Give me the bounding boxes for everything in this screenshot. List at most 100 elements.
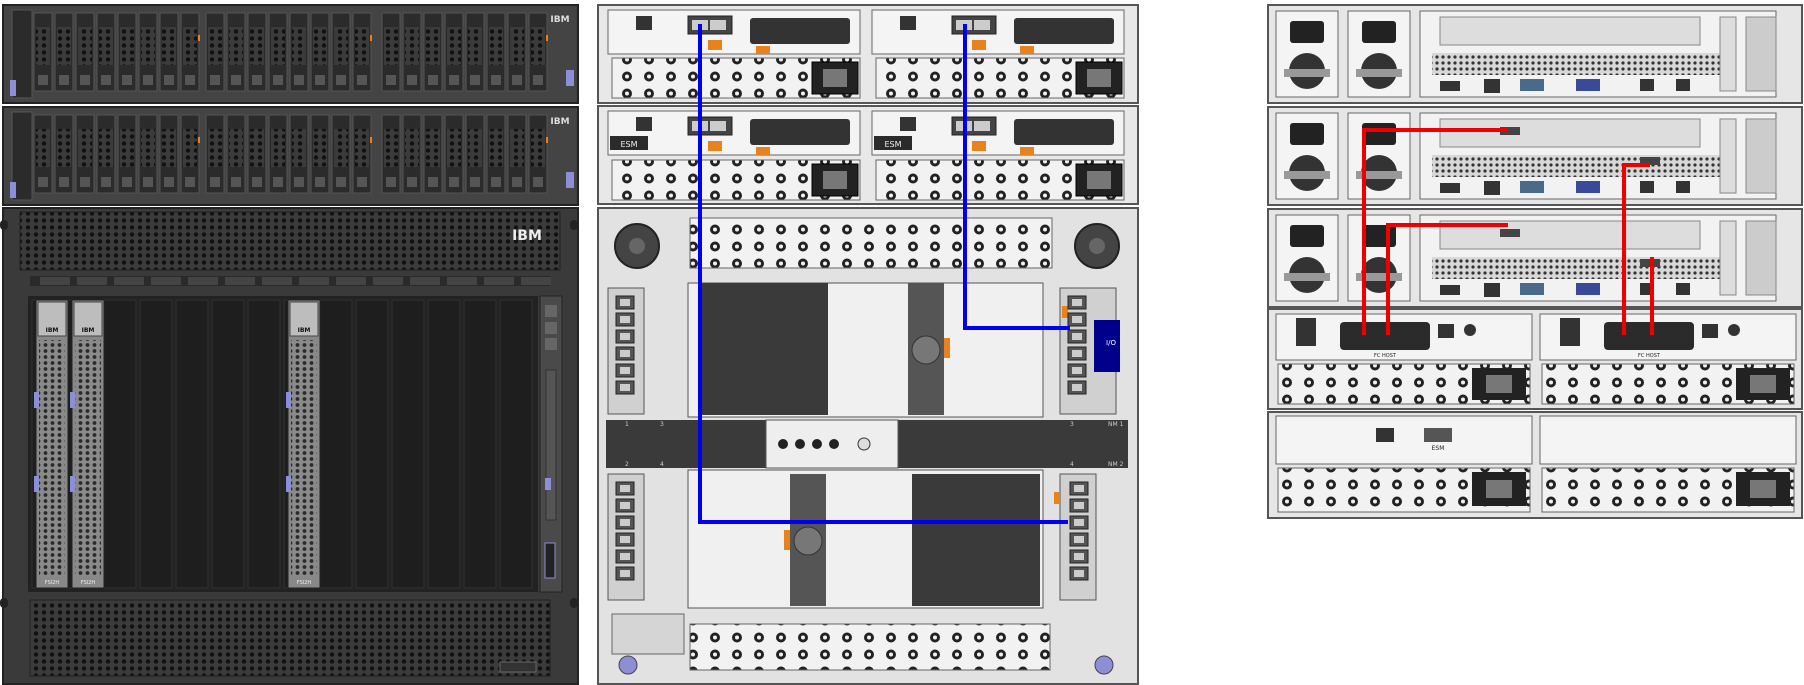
nm2-label: NM 2: [1108, 461, 1124, 468]
drive-bay: [507, 12, 527, 92]
enclosure-1-logo: IBM: [550, 15, 569, 25]
drive-bay: [381, 12, 401, 92]
drive-bay: [268, 12, 288, 92]
storage-enclosure-top: IBM: [2, 4, 579, 104]
esm-port-group[interactable]: [900, 15, 1114, 54]
bay-slot-marker: [114, 277, 144, 285]
bay-slot-marker: [484, 277, 514, 285]
drive-bay: [423, 114, 443, 194]
node-logo: IBM: [46, 327, 59, 334]
drive-bay: [444, 12, 464, 92]
drive-bay: [96, 12, 116, 92]
blank-bay-filler: [499, 299, 533, 589]
fc-cable-1: [1362, 128, 1508, 335]
bay-slot-marker: [447, 277, 477, 285]
chassis-rear: I/O 1 3 2 4 NM 1 NM 2 3 4: [597, 207, 1139, 685]
rack-server[interactable]: [1267, 208, 1803, 308]
drive-bay: [528, 114, 548, 194]
drive-bay: [507, 114, 527, 194]
blank-bay-filler: [463, 299, 497, 589]
drive-bay: [33, 12, 53, 92]
node-model-label: FSI2H: [81, 580, 96, 586]
drive-bay: [331, 12, 351, 92]
drive-bay: [138, 12, 158, 92]
compute-node[interactable]: IBM FSI2H: [34, 299, 69, 589]
drive-bay: [331, 114, 351, 194]
blank-bay-filler: [355, 299, 389, 589]
esm-label-right-shelf: ESM: [1432, 445, 1445, 452]
drive-bay: [96, 114, 116, 194]
esm-shelf-top: [597, 4, 1139, 104]
port-label-2: 2: [625, 461, 629, 468]
drive-bay: [465, 12, 485, 92]
sas-cable-2: [963, 24, 1070, 330]
blank-bay-filler: [391, 299, 425, 589]
node-logo: IBM: [82, 327, 95, 334]
drive-bay: [180, 12, 200, 92]
rack-server[interactable]: [1267, 106, 1803, 206]
blank-bay-filler: [427, 299, 461, 589]
bay-slot-marker: [336, 277, 366, 285]
esm-label-right: ESM: [884, 140, 901, 149]
drive-bay: [465, 114, 485, 194]
bay-slot-marker: [262, 277, 292, 285]
bay-slot-marker: [299, 277, 329, 285]
drive-bay: [268, 114, 288, 194]
rack-server[interactable]: [1267, 4, 1803, 104]
drive-bay: [159, 12, 179, 92]
bay-slot-marker: [151, 277, 181, 285]
storage-expansion-right: ESM: [1267, 411, 1803, 519]
hba-label-left: FC HOST: [1374, 353, 1397, 359]
nm2-port-label: 4: [1070, 461, 1074, 468]
drive-bay: [310, 114, 330, 194]
bay-slot-marker: [410, 277, 440, 285]
drive-bay: [247, 12, 267, 92]
bay-slot-marker: [77, 277, 107, 285]
port-label-3: 3: [660, 421, 664, 428]
pcie-label: I/O: [1106, 339, 1116, 347]
drive-bay: [205, 114, 225, 194]
drive-bay: [247, 114, 267, 194]
blank-bay-filler: [319, 299, 353, 589]
compute-node[interactable]: IBM FSI2H: [70, 299, 105, 589]
port-label-1: 1: [625, 421, 629, 428]
drive-bay: [310, 12, 330, 92]
drive-bay: [180, 114, 200, 194]
nm1-label: NM 1: [1108, 421, 1124, 428]
esm-label-left: ESM: [620, 140, 637, 149]
drive-bay: [289, 114, 309, 194]
bay-slot-marker: [225, 277, 255, 285]
nm1-port-label: 3: [1070, 421, 1074, 428]
port-label-4: 4: [660, 461, 664, 468]
drive-bay: [33, 114, 53, 194]
drive-bay: [444, 114, 464, 194]
blank-bay-filler: [139, 299, 173, 589]
enclosure-2-logo: IBM: [550, 117, 569, 127]
drive-bay: [117, 114, 137, 194]
drive-bay: [117, 12, 137, 92]
drive-bay: [75, 114, 95, 194]
drive-bay: [75, 12, 95, 92]
bay-slot-marker: [40, 277, 70, 285]
drive-bay: [402, 12, 422, 92]
bay-slot-marker: [521, 277, 551, 285]
drive-bay: [54, 114, 74, 194]
bay-slot-marker: [188, 277, 218, 285]
blank-bay-filler: [211, 299, 245, 589]
node-model-label: FSI2H: [45, 580, 60, 586]
drive-bay: [423, 12, 443, 92]
drive-bay: [352, 12, 372, 92]
drive-bay: [381, 114, 401, 194]
drive-bay: [54, 12, 74, 92]
fc-cable-2: [1386, 223, 1508, 335]
chassis-logo: IBM: [512, 228, 542, 244]
drive-bay: [205, 12, 225, 92]
blank-bay-filler: [247, 299, 281, 589]
storage-enclosure-bottom: IBM: [2, 106, 579, 206]
sas-cable-1: [698, 24, 1068, 524]
drive-bay: [226, 114, 246, 194]
drive-bay: [289, 12, 309, 92]
